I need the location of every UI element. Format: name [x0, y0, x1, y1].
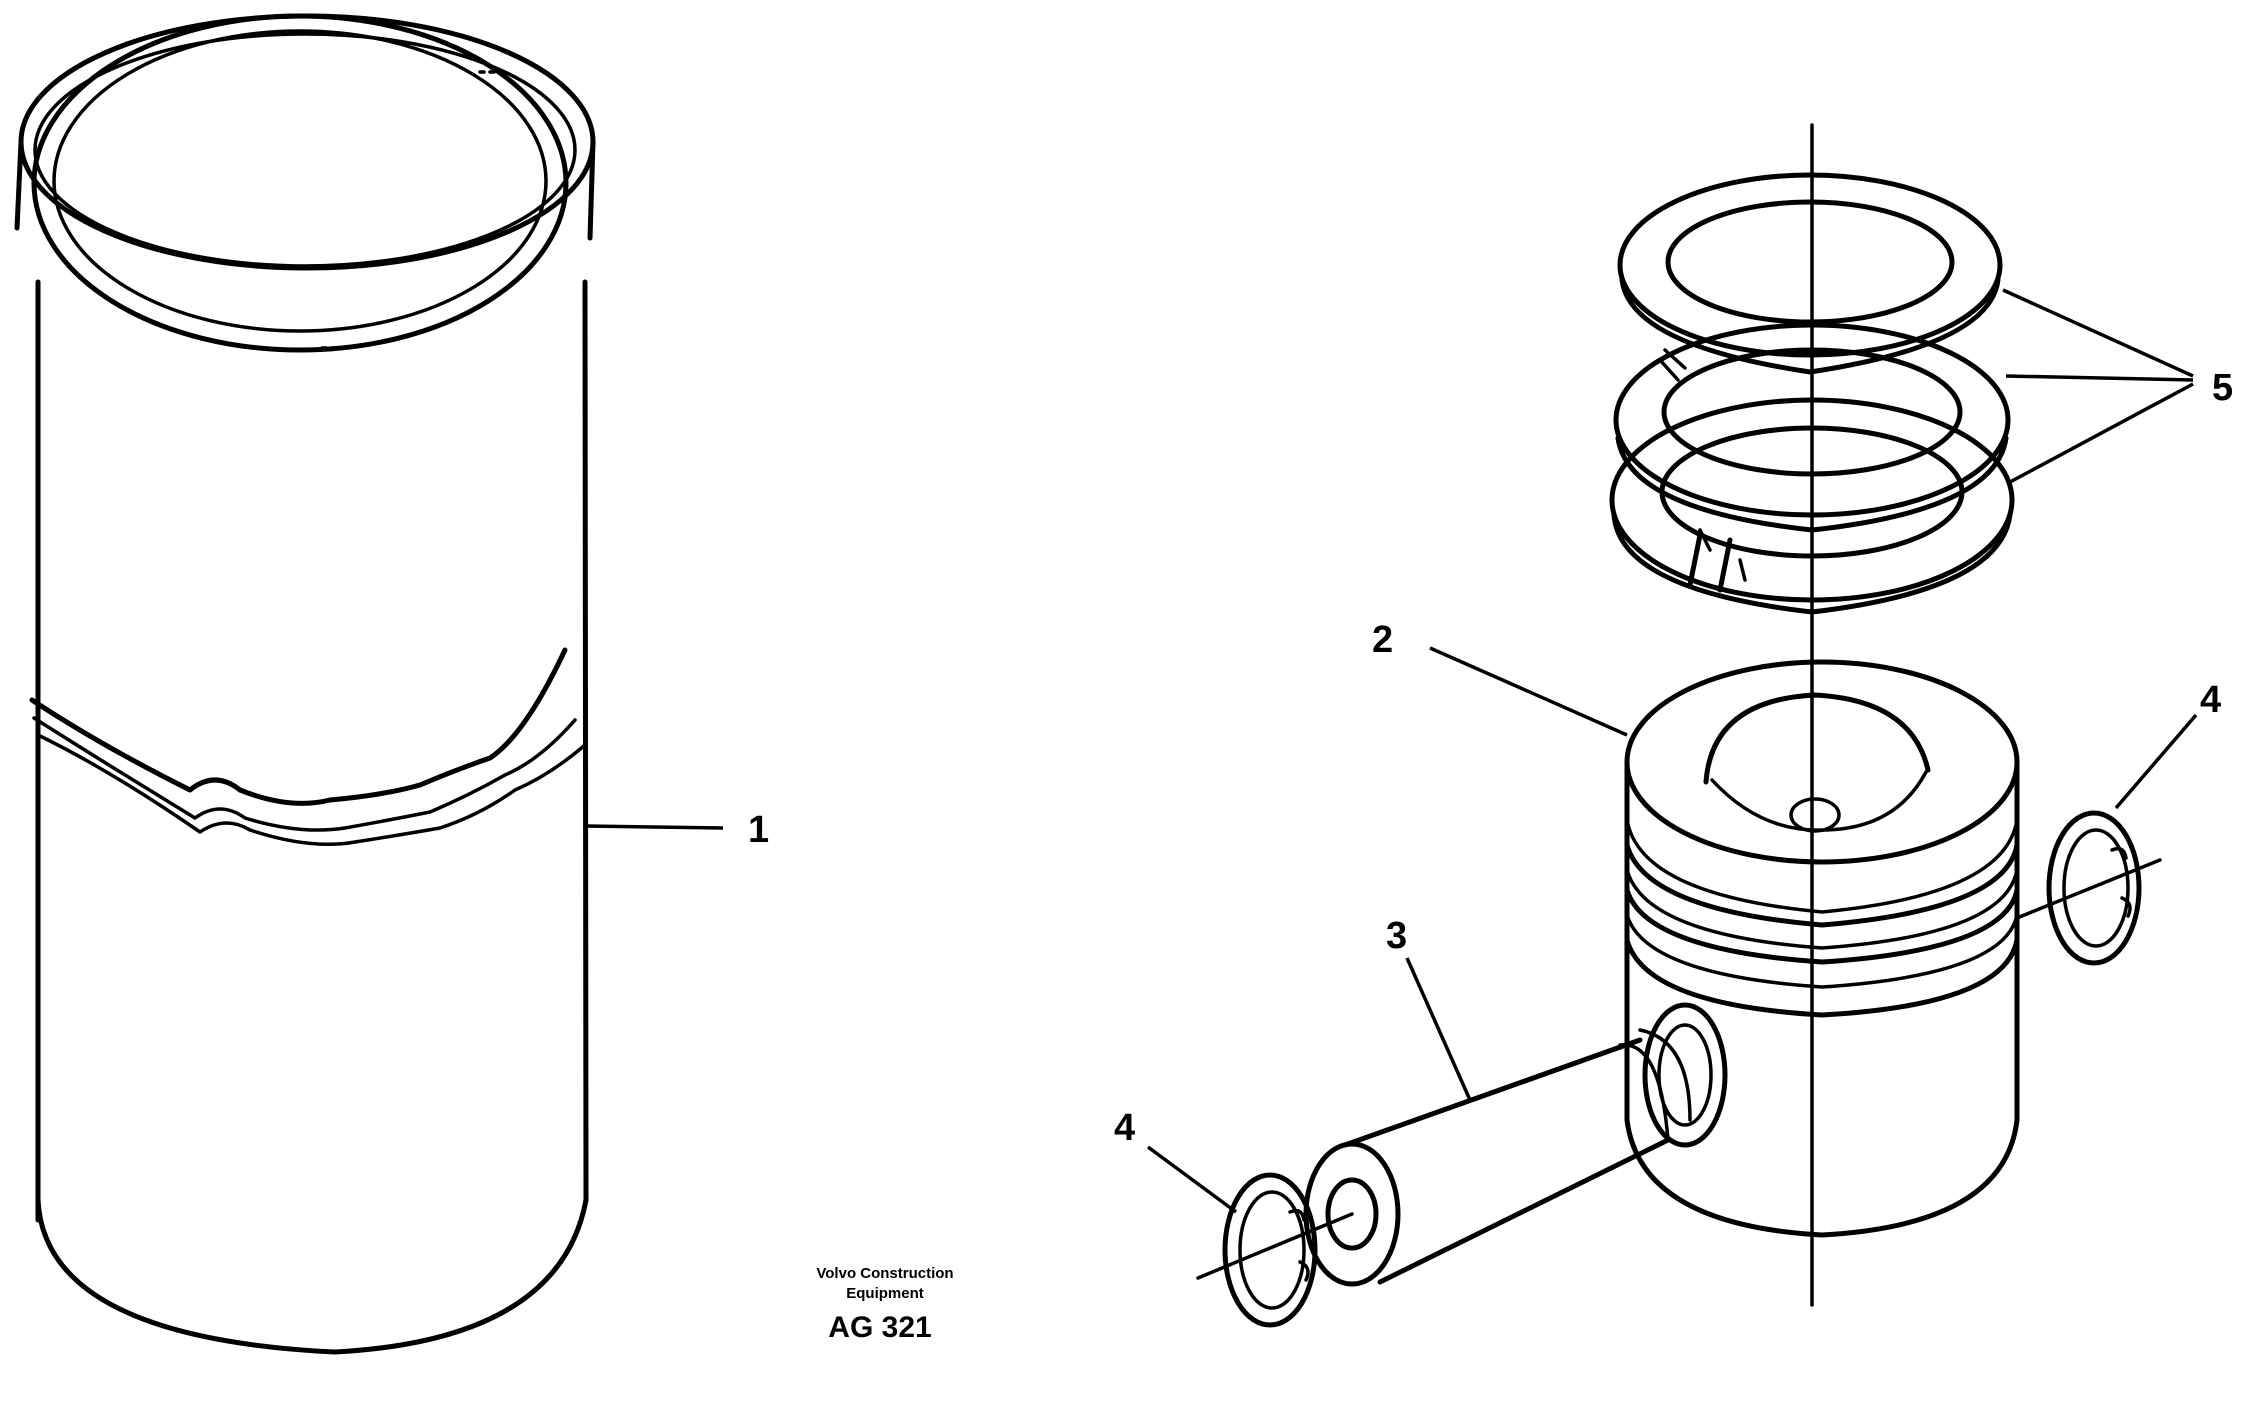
cylinder-liner [14, 13, 596, 1355]
callout-3: 3 [1386, 915, 1407, 957]
piston-pin [1303, 1028, 1692, 1287]
leader-line-5a [2002, 288, 2194, 378]
callout-4-left: 4 [1114, 1107, 1135, 1149]
caption-company-line1: Volvo Construction [816, 1265, 953, 1282]
leader-line-3 [1405, 957, 1472, 1101]
leader-line-4-right [2114, 713, 2198, 810]
callout-4-right: 4 [2200, 679, 2221, 721]
callout-5: 5 [2212, 367, 2233, 409]
piston [1624, 659, 2020, 1238]
caption-company-line2: Equipment [846, 1285, 924, 1302]
callout-2: 2 [1372, 619, 1393, 661]
caption-code: AG 321 [828, 1311, 931, 1344]
circlip-right [2015, 810, 2162, 966]
leader-line-2 [1429, 646, 1628, 737]
circlip-left [1196, 1172, 1354, 1328]
leader-line-4-left [1146, 1145, 1238, 1214]
leader-line-5b [2005, 374, 2194, 382]
callout-1: 1 [748, 809, 769, 851]
caption-block: Volvo Construction Equipment AG 321 [816, 1265, 953, 1344]
leader-line-1 [585, 824, 724, 830]
leader-line-5c [2009, 382, 2194, 484]
